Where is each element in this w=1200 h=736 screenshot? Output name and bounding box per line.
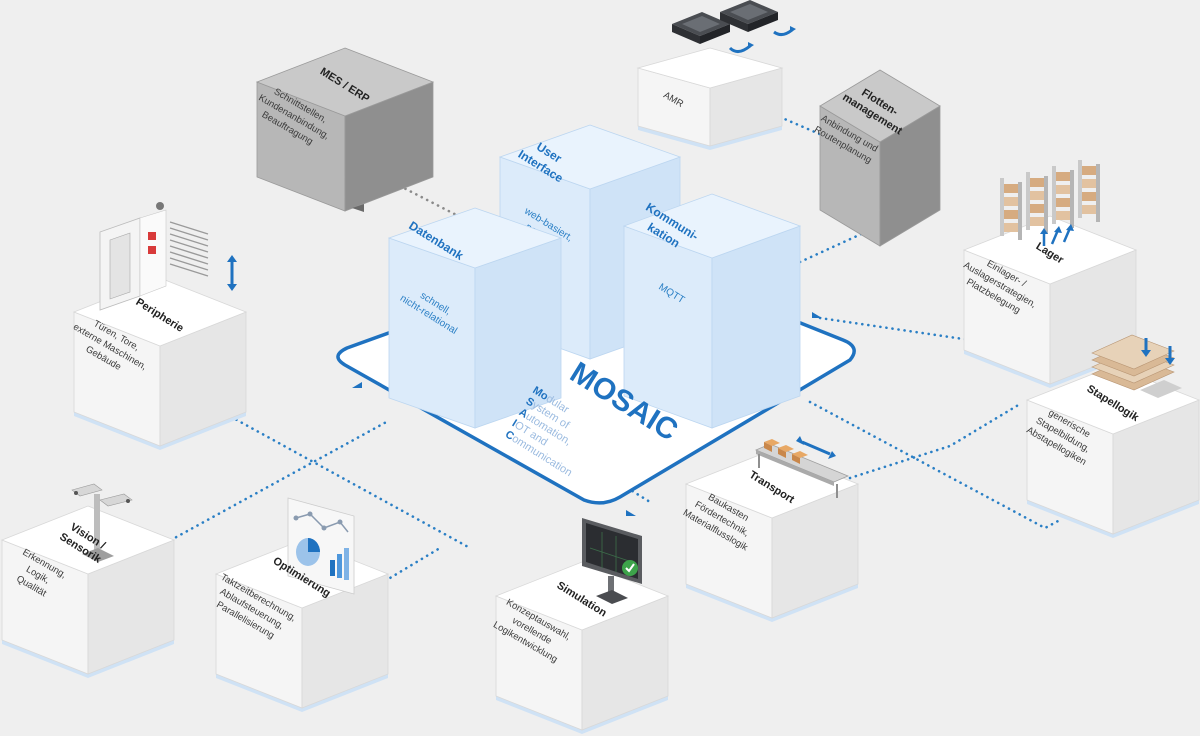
analytics-board-icon — [287, 497, 355, 595]
cube-top-face — [498, 124, 682, 190]
connector-line — [213, 406, 472, 550]
connector-line — [778, 115, 840, 144]
cube-top-face — [0, 505, 176, 575]
connector-line — [378, 546, 442, 586]
system-box-transport: TransportBaukastenFördertechnik,Material… — [681, 436, 860, 622]
cube-top-face — [636, 47, 784, 89]
connector-line — [398, 184, 472, 224]
cube-top-face — [255, 47, 435, 117]
system-box-simulation: SimulationKonzeptauswahl,vorellendeLogik… — [491, 518, 670, 734]
cube-top-face — [819, 69, 941, 143]
stacked-boards-icon — [1091, 334, 1182, 398]
connector-line — [848, 402, 1022, 480]
cube-top-face — [387, 207, 563, 269]
system-box-amr: AMR — [636, 0, 796, 150]
connector-line — [818, 316, 972, 342]
cube-top-face — [962, 215, 1138, 285]
connector-line — [158, 418, 392, 548]
cube-right-face — [711, 225, 801, 429]
monitor-icon — [582, 518, 642, 604]
mosaic-platform: UserInterfaceweb-basiert,portabelDatenba… — [336, 124, 856, 516]
system-desc: Schnittstellen,Kundenanbindung,Beauftrag… — [256, 86, 331, 147]
storage-racks-icon — [1000, 160, 1100, 246]
cube-left-face — [388, 237, 476, 429]
platform-marker-right — [812, 312, 822, 318]
amr-vehicles-icon — [672, 0, 796, 53]
platform-marker-left — [352, 382, 362, 388]
cube-top-face — [494, 561, 670, 631]
system-box-mes: MES / ERPSchnittstellen,Kundenanbindung,… — [255, 47, 435, 212]
platform-marker-bottom — [626, 510, 636, 516]
door-gate-icon — [99, 202, 237, 311]
system-box-stapel: StapellogikgenerischeStapelbildung,Absta… — [1024, 334, 1200, 538]
acronym-letter: I — [510, 417, 519, 429]
system-box-optimierung: OptimierungTaktzeitberechnung,Ablaufsteu… — [214, 497, 390, 712]
mes-marker — [352, 204, 364, 212]
connector-line — [798, 228, 872, 264]
conveyor-icon — [754, 436, 850, 498]
camera-icon — [71, 483, 133, 562]
cube-top-face — [622, 193, 802, 259]
core-modules: UserInterfaceweb-basiert,portabelDatenba… — [387, 124, 802, 429]
